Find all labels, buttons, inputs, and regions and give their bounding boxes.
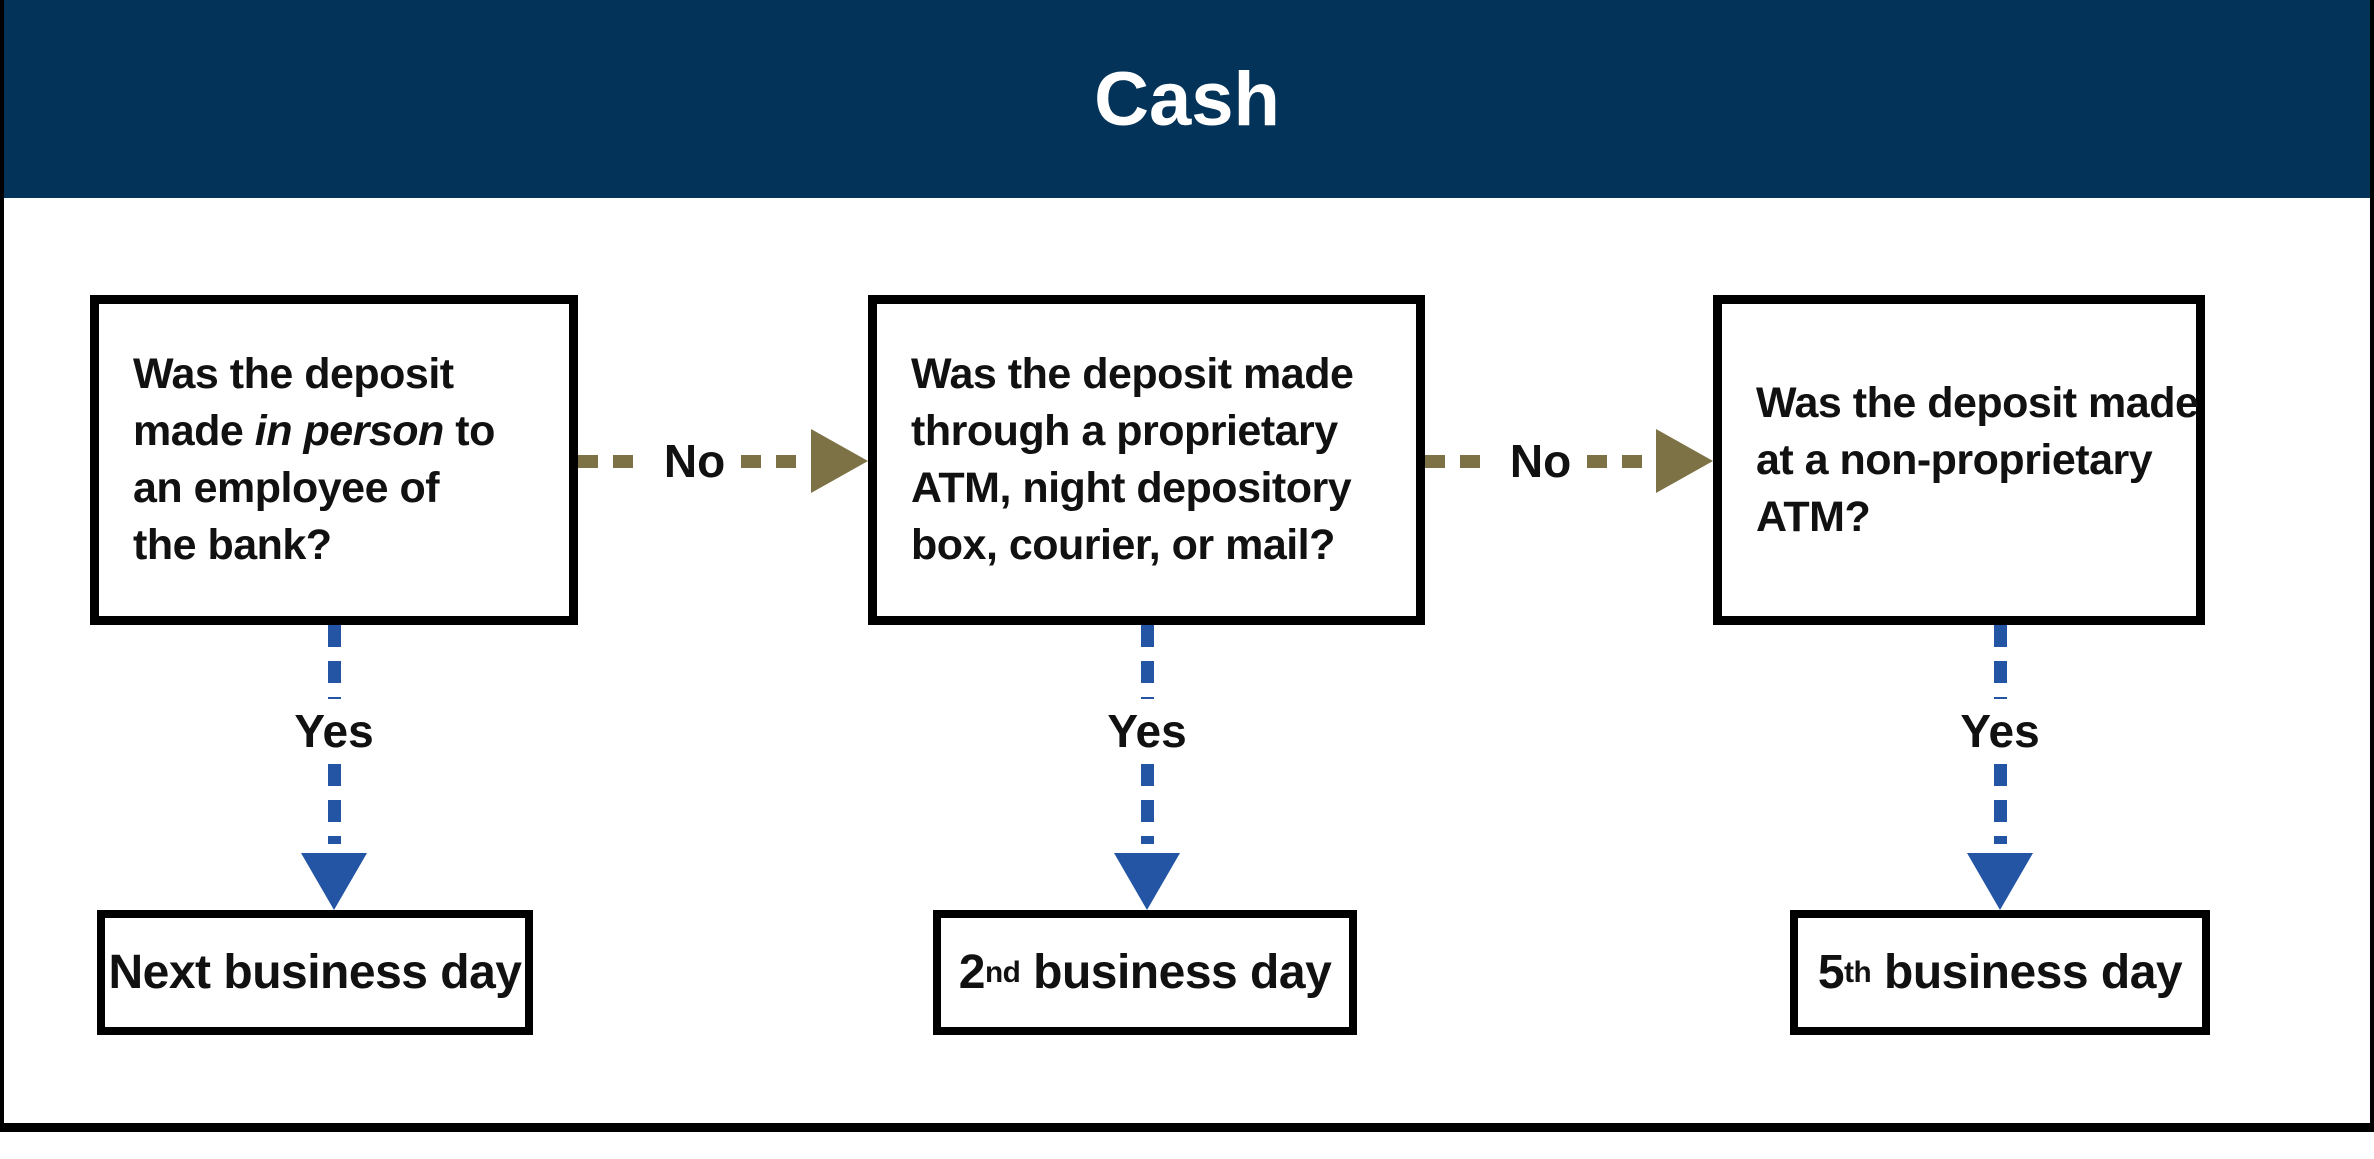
arrowhead-down-icon <box>301 852 367 910</box>
arrowhead-right-icon <box>1656 429 1714 493</box>
question-segment: ATM? <box>1756 492 1871 541</box>
question-segment: Was the deposit made <box>1756 378 2199 427</box>
answer-text: Next business day <box>108 946 523 999</box>
yes-arrow-dash <box>1140 763 1154 844</box>
yes-arrow-dash <box>1140 625 1154 699</box>
arrowhead-right-icon <box>811 429 869 493</box>
no-arrow-dash <box>741 454 812 468</box>
question-segment: ATM, night depository <box>911 464 1352 512</box>
question-segment: through a proprietary <box>911 407 1338 455</box>
question-segment: Was the deposit made <box>911 350 1354 398</box>
yes-arrow-3: Yes <box>1955 625 2045 910</box>
question-segment: to <box>443 407 495 455</box>
question-segment: at a non-proprietary <box>1756 435 2153 484</box>
question-line: made in person to <box>133 403 495 460</box>
no-arrow-dash <box>578 454 648 468</box>
yes-arrow-1: Yes <box>289 625 379 910</box>
question-line: Was the deposit <box>133 346 495 403</box>
question-line: ATM, night depository <box>911 460 1353 517</box>
yes-arrow-dash <box>1993 763 2007 844</box>
yes-label: Yes <box>1960 705 2040 758</box>
no-arrow-2: No <box>1425 429 1714 493</box>
yes-arrow-dash <box>327 763 341 844</box>
answer-text: business day <box>1871 946 2183 999</box>
question-text-3: Was the deposit made at a non-proprietary… <box>1756 375 2199 546</box>
question-line: an employee of <box>133 460 495 517</box>
no-label: No <box>1509 435 1572 487</box>
yes-arrow-2: Yes <box>1102 625 1192 910</box>
diagram-frame <box>0 0 2374 1132</box>
answer-box-1: Next business day <box>97 910 533 1035</box>
no-arrow-dash <box>1587 454 1657 468</box>
arrowhead-down-icon <box>1967 852 2033 910</box>
no-label: No <box>663 435 726 487</box>
answer-text: business day <box>1020 946 1332 999</box>
header-band: Cash <box>4 0 2370 198</box>
question-line: ATM? <box>1756 489 2198 546</box>
question-line: at a non-proprietary <box>1756 432 2198 489</box>
question-line: through a proprietary <box>911 403 1353 460</box>
yes-label: Yes <box>294 705 374 758</box>
question-segment-italic: in person <box>254 407 445 455</box>
question-line: the bank? <box>133 517 495 574</box>
yes-arrow-dash <box>1993 625 2007 699</box>
question-text-2: Was the deposit made through a proprietar… <box>911 346 1354 574</box>
question-segment: made <box>133 407 255 455</box>
question-line: Was the deposit made <box>1756 375 2199 432</box>
question-segment: Was the deposit <box>133 350 454 398</box>
yes-arrow-dash <box>327 625 341 699</box>
no-arrow-1: No <box>578 429 869 493</box>
question-segment: the bank? <box>133 521 332 569</box>
page-title: Cash <box>1094 56 1280 142</box>
question-line: box, courier, or mail? <box>911 517 1353 574</box>
arrowhead-down-icon <box>1114 852 1180 910</box>
answer-num: 2 <box>958 946 986 999</box>
answer-num: 5 <box>1817 946 1845 999</box>
question-box-3: Was the deposit made at a non-proprietary… <box>1713 295 2205 625</box>
question-segment: an employee of <box>133 464 440 512</box>
question-box-2: Was the deposit made through a proprietar… <box>868 295 1425 625</box>
no-arrow-dash <box>1425 454 1494 468</box>
question-line: Was the deposit made <box>911 346 1354 403</box>
yes-label: Yes <box>1107 705 1187 758</box>
question-segment: box, courier, or mail? <box>911 521 1335 569</box>
